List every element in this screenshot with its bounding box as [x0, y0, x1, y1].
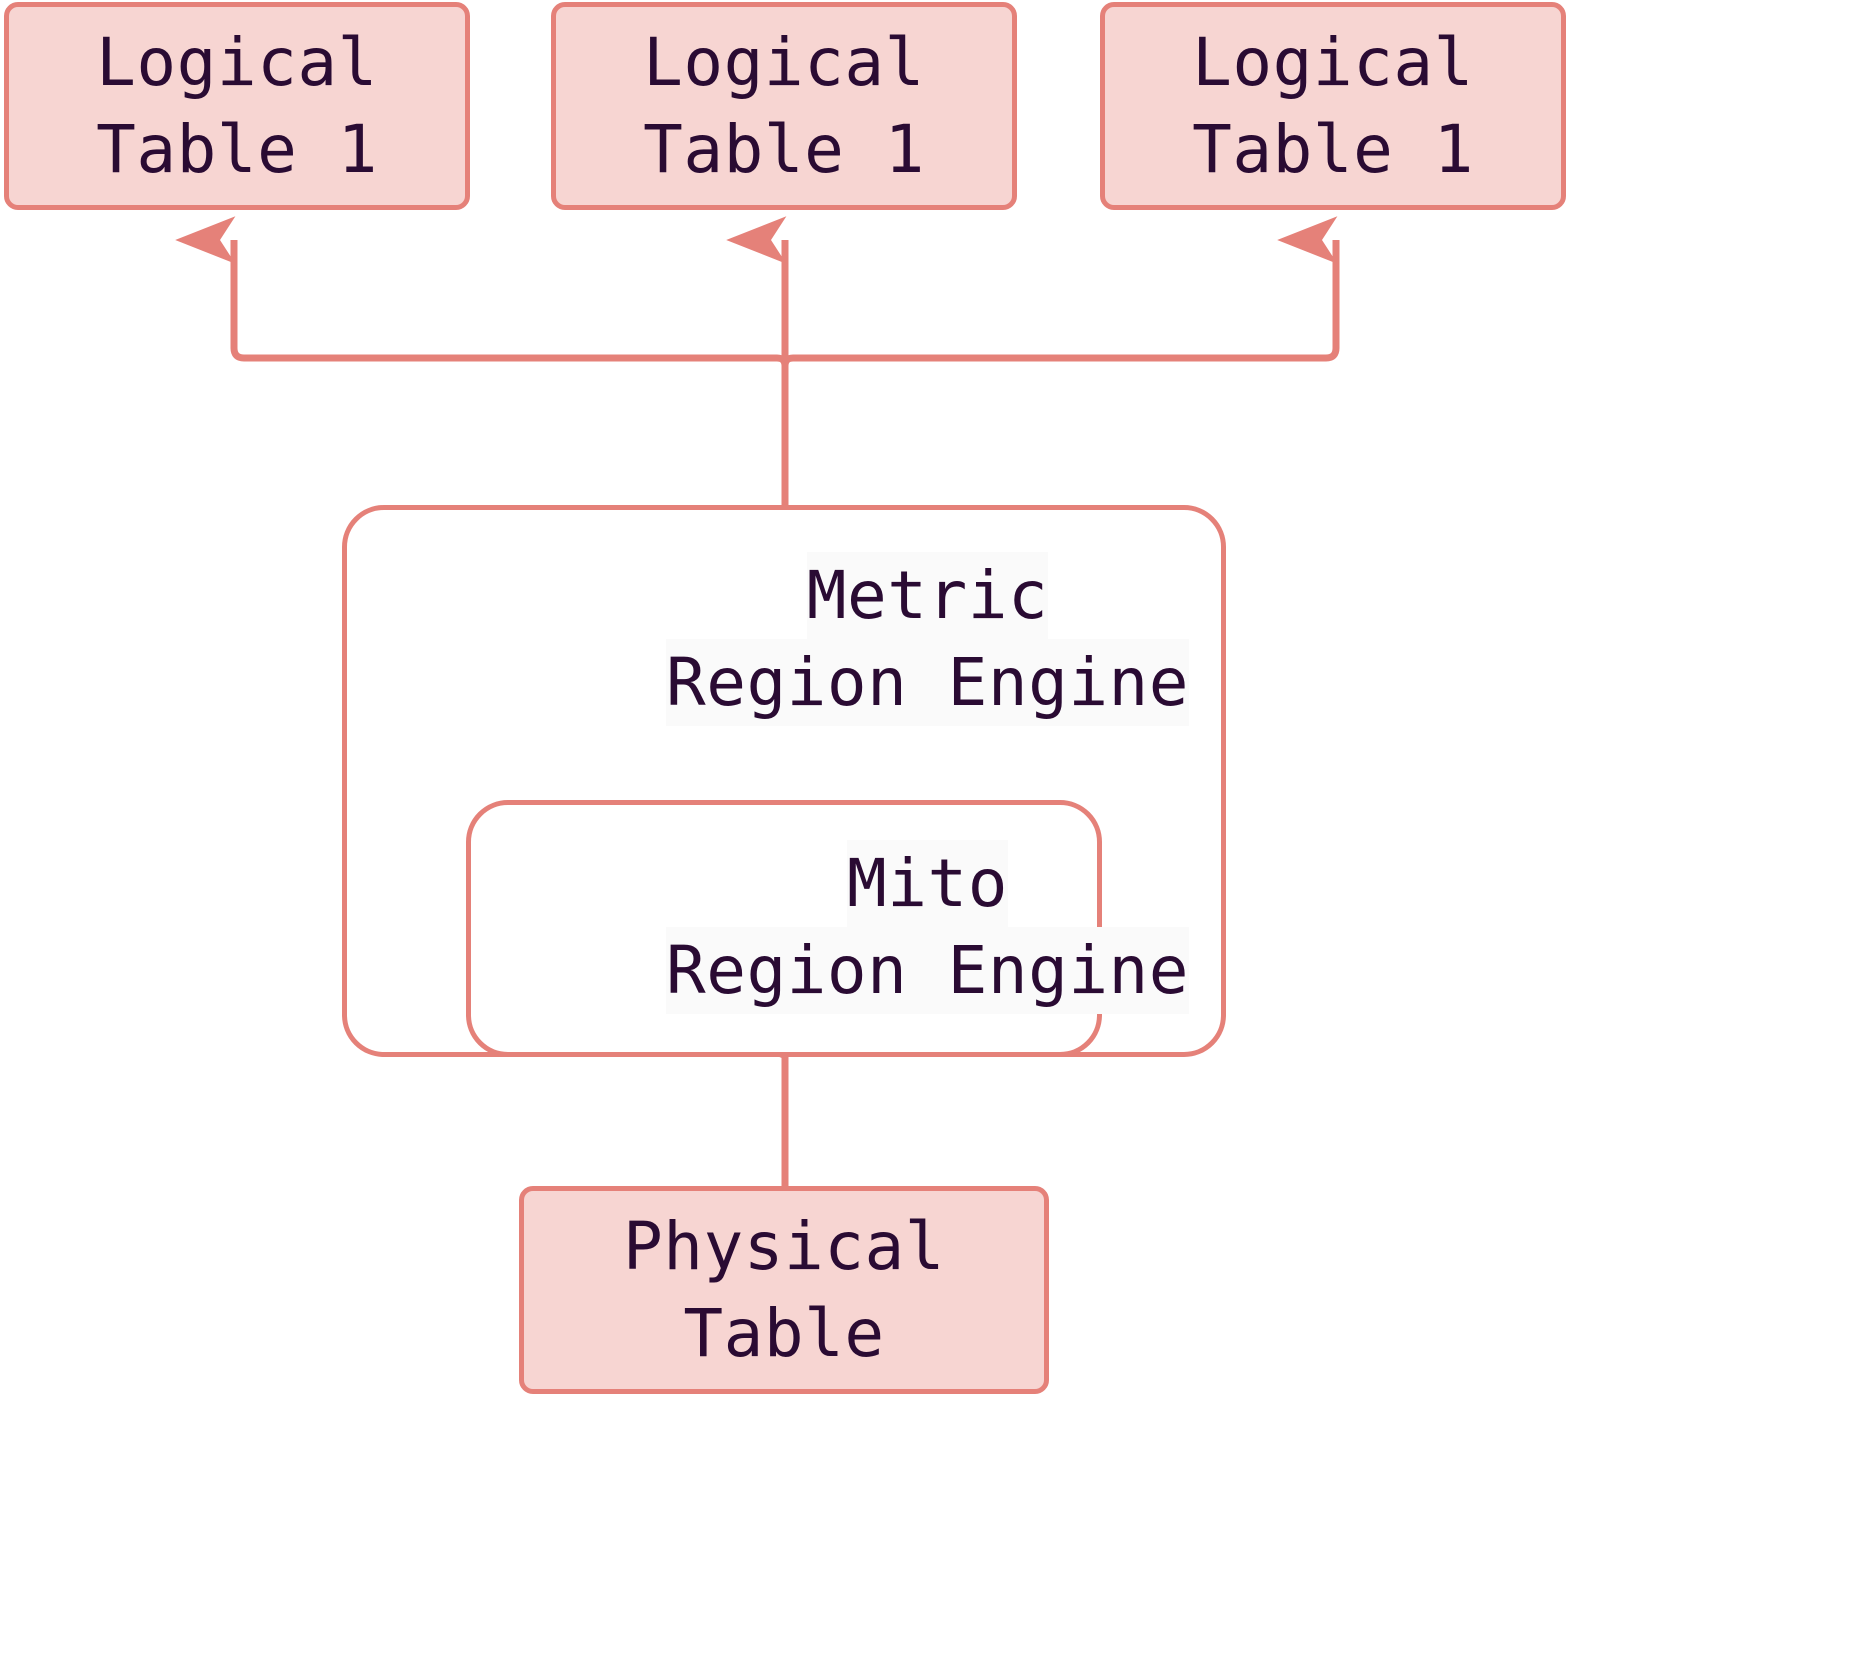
physical-table-line-1: Physical [623, 1207, 945, 1285]
node-logical-table-2[interactable]: Logical Table 1 [551, 2, 1017, 210]
logical-table-2-line-2: Table 1 [643, 111, 925, 188]
mito-region-engine-line-1: Mito [847, 840, 1008, 928]
logical-table-2-line-1: Logical [643, 23, 925, 101]
edge-metric-to-logical-1 [234, 240, 789, 380]
logical-table-3-line-1: Logical [1192, 23, 1474, 101]
physical-table-line-2: Table [683, 1295, 885, 1372]
logical-table-1-line-1: Logical [96, 23, 378, 101]
node-logical-table-1[interactable]: Logical Table 1 [4, 2, 470, 210]
mito-region-engine-label: Mito Region Engine [0, 840, 1855, 1015]
metric-region-engine-line-1: Metric [806, 552, 1049, 640]
edge-metric-to-logical-3 [781, 240, 1340, 380]
node-physical-table[interactable]: Physical Table [519, 1186, 1049, 1394]
node-logical-table-3[interactable]: Logical Table 1 [1100, 2, 1566, 210]
mito-region-engine-line-2: Region Engine [665, 927, 1190, 1015]
logical-table-1-line-2: Table 1 [96, 111, 378, 188]
logical-table-3-line-2: Table 1 [1192, 111, 1474, 188]
metric-region-engine-label: Metric Region Engine [0, 552, 1855, 727]
metric-region-engine-line-2: Region Engine [665, 639, 1190, 727]
